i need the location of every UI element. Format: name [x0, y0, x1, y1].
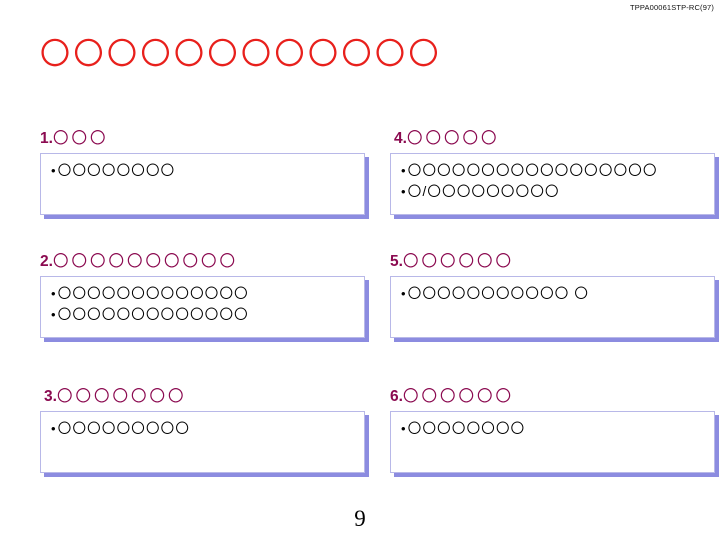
bullet-item: 〇〇〇〇〇〇〇〇〇〇〇〇〇: [51, 283, 356, 304]
section-4-content-box: 〇〇〇〇〇〇〇〇〇〇〇〇〇〇〇〇〇 〇/〇〇〇〇〇〇〇〇〇: [390, 153, 715, 215]
bullet-item: 〇〇〇〇〇〇〇〇〇〇〇〇〇〇〇〇〇: [401, 160, 706, 181]
section-1-heading-text: 〇〇〇: [52, 130, 109, 147]
section-6-number: 6.: [390, 388, 403, 405]
section-5-content-box: 〇〇〇〇〇〇〇〇〇〇〇 〇: [390, 276, 715, 338]
bullet-item: 〇/〇〇〇〇〇〇〇〇〇: [401, 181, 706, 202]
section-3-heading: 3.〇〇〇〇〇〇〇: [40, 384, 365, 406]
section-4: 4.〇〇〇〇〇 〇〇〇〇〇〇〇〇〇〇〇〇〇〇〇〇〇 〇/〇〇〇〇〇〇〇〇〇: [390, 126, 715, 215]
bullet-item: 〇〇〇〇〇〇〇〇〇〇〇〇〇: [51, 304, 356, 325]
section-2-content-box: 〇〇〇〇〇〇〇〇〇〇〇〇〇 〇〇〇〇〇〇〇〇〇〇〇〇〇: [40, 276, 365, 338]
section-3-heading-text: 〇〇〇〇〇〇〇: [56, 388, 187, 405]
section-3: 3.〇〇〇〇〇〇〇 〇〇〇〇〇〇〇〇〇: [40, 384, 365, 473]
section-1: 1.〇〇〇 〇〇〇〇〇〇〇〇: [40, 126, 365, 215]
document-code: TPPA00061STP-RC(97): [630, 3, 714, 12]
section-4-heading-text: 〇〇〇〇〇: [406, 130, 500, 147]
section-3-number: 3.: [44, 388, 57, 405]
section-1-number: 1.: [40, 130, 53, 147]
section-2-heading-text: 〇〇〇〇〇〇〇〇〇〇: [52, 253, 238, 270]
section-3-content-box: 〇〇〇〇〇〇〇〇〇: [40, 411, 365, 473]
slide-title: 〇〇〇〇〇〇〇〇〇〇〇〇: [40, 38, 442, 71]
section-2: 2.〇〇〇〇〇〇〇〇〇〇 〇〇〇〇〇〇〇〇〇〇〇〇〇 〇〇〇〇〇〇〇〇〇〇〇〇〇: [40, 249, 365, 338]
section-4-number: 4.: [394, 130, 407, 147]
bullet-item: 〇〇〇〇〇〇〇〇: [51, 160, 356, 181]
section-6-heading: 6.〇〇〇〇〇〇: [390, 384, 715, 406]
bullet-item: 〇〇〇〇〇〇〇〇〇: [51, 418, 356, 439]
section-1-content-box: 〇〇〇〇〇〇〇〇: [40, 153, 365, 215]
section-6-content-box: 〇〇〇〇〇〇〇〇: [390, 411, 715, 473]
section-2-number: 2.: [40, 253, 53, 270]
page-number: 9: [354, 506, 366, 531]
section-5-number: 5.: [390, 253, 403, 270]
bullet-item: 〇〇〇〇〇〇〇〇〇〇〇 〇: [401, 283, 706, 304]
section-5-heading: 5.〇〇〇〇〇〇: [390, 249, 715, 271]
section-5-heading-text: 〇〇〇〇〇〇: [402, 253, 514, 270]
bullet-item: 〇〇〇〇〇〇〇〇: [401, 418, 706, 439]
section-6: 6.〇〇〇〇〇〇 〇〇〇〇〇〇〇〇: [390, 384, 715, 473]
section-1-heading: 1.〇〇〇: [40, 126, 365, 148]
section-4-heading: 4.〇〇〇〇〇: [390, 126, 715, 148]
section-6-heading-text: 〇〇〇〇〇〇: [402, 388, 514, 405]
section-5: 5.〇〇〇〇〇〇 〇〇〇〇〇〇〇〇〇〇〇 〇: [390, 249, 715, 338]
section-2-heading: 2.〇〇〇〇〇〇〇〇〇〇: [40, 249, 365, 271]
